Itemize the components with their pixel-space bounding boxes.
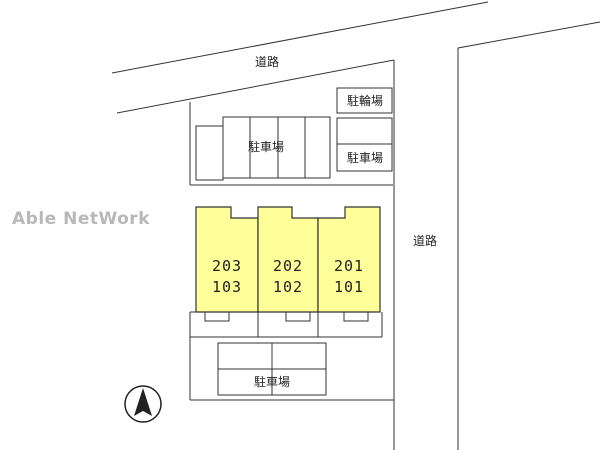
unit-number-lower: 102 — [273, 278, 303, 296]
unit-number-upper: 202 — [273, 257, 303, 275]
parking-top-label: 駐車場 — [248, 139, 284, 154]
watermark-text: Able NetWork — [12, 209, 150, 229]
entry-step-102 — [285, 311, 311, 322]
unit-number-upper: 201 — [334, 257, 364, 275]
bicycle-parking-label: 駐輪場 — [347, 93, 383, 108]
unit-number-upper: 203 — [212, 257, 242, 275]
parking-top-outline — [222, 116, 331, 179]
unit-number-lower: 103 — [212, 278, 242, 296]
road-label-right: 道路 — [413, 233, 437, 248]
road-label-top: 道路 — [255, 54, 279, 69]
top-road-lower-edge — [116, 59, 395, 114]
north-arrow-icon — [124, 385, 162, 423]
top-road-lower-edge-right — [457, 21, 600, 49]
unit-201-101 — [317, 206, 381, 313]
top-road-upper-edge — [111, 1, 489, 74]
entry-step-103 — [204, 311, 230, 322]
unit-number-lower: 101 — [334, 278, 364, 296]
bicycle-parking-box — [336, 87, 393, 114]
parking-bottom-label: 駐車場 — [254, 374, 290, 389]
parking-right-label: 駐車場 — [347, 150, 383, 165]
entry-step-101 — [343, 311, 369, 322]
storage-shed — [195, 125, 224, 181]
